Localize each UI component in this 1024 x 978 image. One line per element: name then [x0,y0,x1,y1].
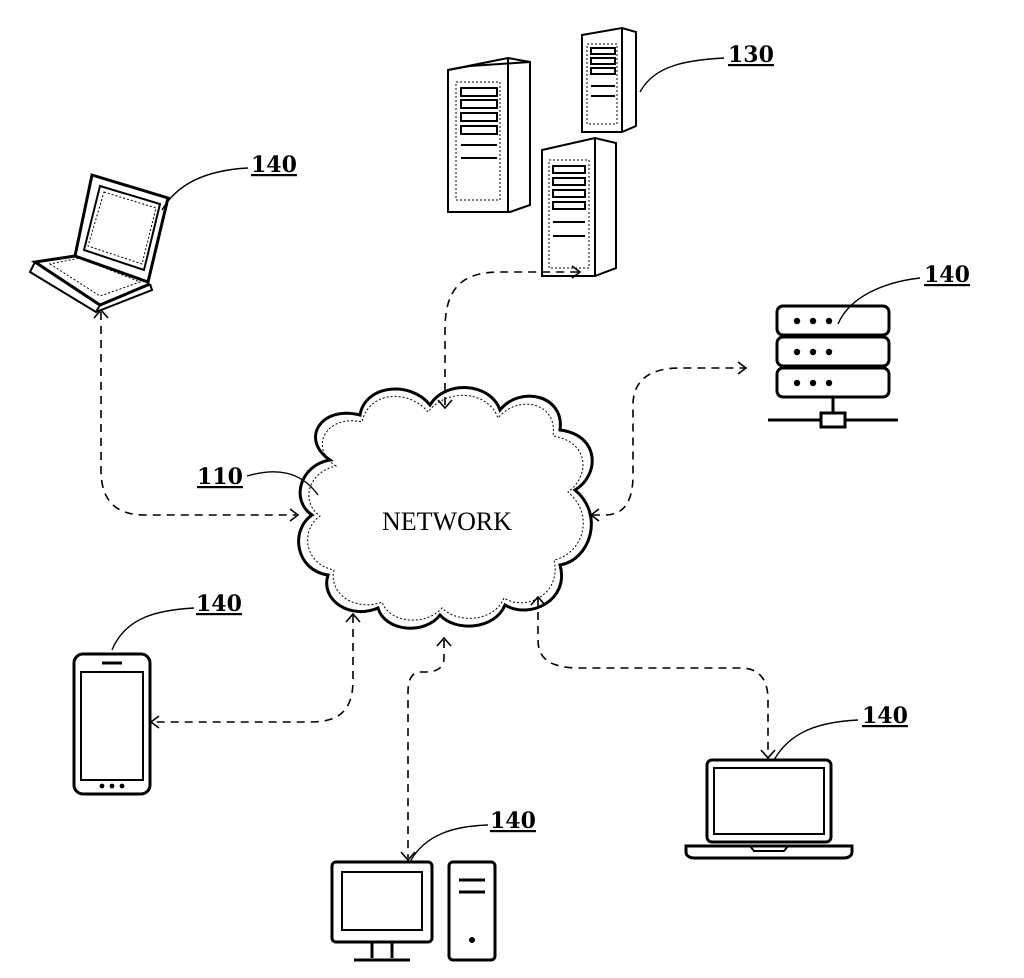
server-farm [447,26,637,277]
server-tower-1 [447,56,531,213]
network-ref-label: 110 [197,464,243,490]
connection-smartphone [149,612,361,729]
laptop-device [684,758,854,860]
network-leader-line [246,471,319,496]
desktop-ref-label: 140 [490,808,536,834]
laptop-3d-ref-label: 140 [251,152,297,178]
server-farm-ref-label: 130 [728,42,774,68]
laptop-ref-label: 140 [862,703,908,729]
desktop-leader-line [409,824,489,863]
connection-desktop [400,636,452,862]
connection-laptop [530,595,776,760]
rack-server-ref-label: 140 [924,262,970,288]
smartphone-leader-line [111,607,195,651]
network-cloud: NETWORK [297,386,594,630]
laptop-3d-device [28,173,170,314]
laptop-3d-leader-line [161,167,249,211]
connection-rack-server [589,361,748,522]
smartphone-ref-label: 140 [196,591,242,617]
server-farm-leader-line [639,57,725,93]
rack-server-device [768,304,898,429]
desktop-computer-device [330,860,497,962]
connection-laptop-3d [93,308,300,522]
connection-server-farm [437,265,582,410]
rack-server-leader-line [837,277,921,325]
server-tower-3 [541,136,617,277]
smartphone-device [72,652,152,796]
laptop-leader-line [773,719,859,761]
server-tower-2 [581,26,637,133]
network-label: NETWORK [382,507,512,536]
